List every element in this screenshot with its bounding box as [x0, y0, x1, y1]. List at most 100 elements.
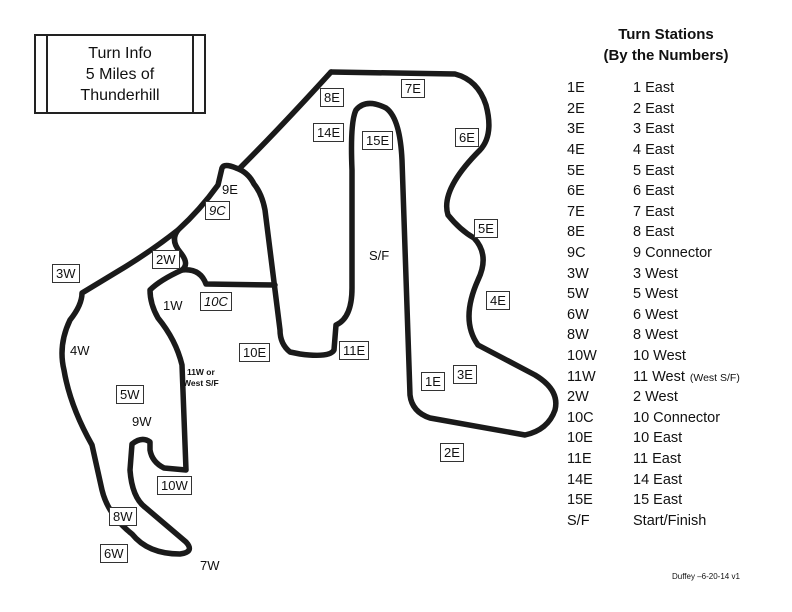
legend-row: 8W 8 West — [567, 325, 787, 346]
legend-row: 6W 6 West — [567, 305, 787, 326]
legend-name: 7 East — [633, 203, 675, 220]
legend-row: 4E 4 East — [567, 140, 787, 161]
legend-code: 1E — [567, 80, 585, 97]
title-box: Turn Info 5 Miles of Thunderhill — [34, 34, 206, 114]
legend-row: S/F Start/Finish — [567, 510, 787, 531]
legend-row: 14E 14 East — [567, 469, 787, 490]
legend-name: 3 West — [633, 265, 678, 282]
legend-name: 6 East — [633, 183, 675, 200]
legend-name: 15 East — [633, 492, 683, 509]
legend-code: 4E — [567, 142, 585, 159]
title-line-1: Turn Info — [88, 44, 152, 62]
station-9w-label: 9W — [132, 414, 152, 429]
legend-code: 7E — [567, 203, 585, 220]
legend-name: 14 East — [633, 471, 683, 488]
legend-title-line-1: Turn Stations — [618, 26, 714, 43]
legend-name: 11 West(West S/F) — [633, 368, 740, 385]
legend-row: 10E 10 East — [567, 428, 787, 449]
legend-code: 10E — [567, 430, 593, 447]
station-2e-label: 2E — [440, 443, 464, 462]
title-line-3: Thunderhill — [80, 86, 160, 104]
station-7e-label: 7E — [401, 79, 425, 98]
legend-name: 8 East — [633, 224, 675, 241]
legend-row: 5E 5 East — [567, 160, 787, 181]
legend-code: 5W — [567, 286, 589, 303]
legend-row: 15E 15 East — [567, 490, 787, 511]
legend-title-line-2: (By the Numbers) — [603, 47, 729, 64]
legend-name: 10 West — [633, 348, 686, 365]
station-8w-label: 8W — [109, 507, 137, 526]
legend-name: 8 West — [633, 327, 678, 344]
station-5w-label: 5W — [116, 385, 144, 404]
west-track-path — [59, 227, 193, 557]
footer-credit: Duffey –6-20-14 v1 — [672, 572, 740, 581]
legend-row: 6E 6 East — [567, 181, 787, 202]
legend-row: 5W 5 West — [567, 284, 787, 305]
title-line-2: 5 Miles of — [85, 65, 155, 83]
station-2w-label: 2W — [152, 250, 180, 269]
legend-row: 1E 1 East — [567, 78, 787, 99]
legend-row: 8E 8 East — [567, 222, 787, 243]
legend-title: Turn Stations (By the Numbers) — [586, 24, 746, 66]
legend-code: 3W — [567, 265, 589, 282]
station-9c-label: 9C — [205, 201, 230, 220]
station-10e-label: 10E — [239, 343, 271, 362]
legend-code: 2W — [567, 389, 589, 406]
station-11w-line-2: West S/F — [183, 378, 219, 388]
station-4w-label: 4W — [70, 343, 90, 358]
legend-name: 10 East — [633, 430, 683, 447]
legend-code: 10C — [567, 409, 594, 426]
legend-row: 11E 11 East — [567, 449, 787, 470]
legend-row: 9C 9 Connector — [567, 243, 787, 264]
station-10c-label: 10C — [200, 292, 232, 311]
top-link-path — [237, 69, 334, 171]
legend-name: 5 West — [633, 286, 678, 303]
legend-name: 6 West — [633, 306, 678, 323]
east-track-path — [175, 69, 559, 438]
legend-code: 10W — [567, 348, 597, 365]
legend-name: Start/Finish — [633, 512, 707, 529]
legend-name: 5 East — [633, 162, 675, 179]
station-10w-label: 10W — [157, 476, 192, 495]
legend-code: 6W — [567, 306, 589, 323]
station-1w-label: 1W — [163, 298, 183, 313]
legend-code: 5E — [567, 162, 585, 179]
legend-code: 14E — [567, 471, 593, 488]
station-8e-label: 8E — [320, 88, 344, 107]
legend-code: 6E — [567, 183, 585, 200]
station-9e-label: 9E — [222, 182, 238, 197]
station-1e-label: 1E — [421, 372, 445, 391]
station-3w-label: 3W — [52, 264, 80, 283]
station-4e-label: 4E — [486, 291, 510, 310]
legend-code: 8E — [567, 224, 585, 241]
legend-name: 1 East — [633, 80, 675, 97]
legend-code: 15E — [567, 492, 593, 509]
legend-name: 2 West — [633, 389, 678, 406]
legend-name: 4 East — [633, 142, 675, 159]
station-14e-label: 14E — [313, 123, 345, 142]
legend-code: 3E — [567, 121, 585, 138]
station-7w-label: 7W — [200, 558, 220, 573]
legend-name: 9 Connector — [633, 245, 712, 262]
legend-name: 2 East — [633, 100, 675, 117]
station-6w-label: 6W — [100, 544, 128, 563]
legend-row: 10C 10 Connector — [567, 408, 787, 429]
legend-code: 2E — [567, 100, 585, 117]
legend-row: 7E 7 East — [567, 202, 787, 223]
legend-code: S/F — [567, 512, 590, 529]
legend-code: 9C — [567, 245, 586, 262]
legend-row: 2W 2 West — [567, 387, 787, 408]
station-11w-line-1: 11W or — [186, 367, 215, 377]
legend-name: 11 East — [633, 450, 682, 467]
station-15e-label: 15E — [362, 131, 394, 150]
legend-code: 8W — [567, 327, 589, 344]
legend-row: 2E 2 East — [567, 99, 787, 120]
legend-row: 3W 3 West — [567, 263, 787, 284]
legend-name: 10 Connector — [633, 409, 721, 426]
station-5e-label: 5E — [474, 219, 498, 238]
station-sf-label: S/F — [369, 248, 390, 263]
legend-row: 10W 10 West — [567, 346, 787, 367]
legend-code: 11E — [567, 450, 592, 467]
